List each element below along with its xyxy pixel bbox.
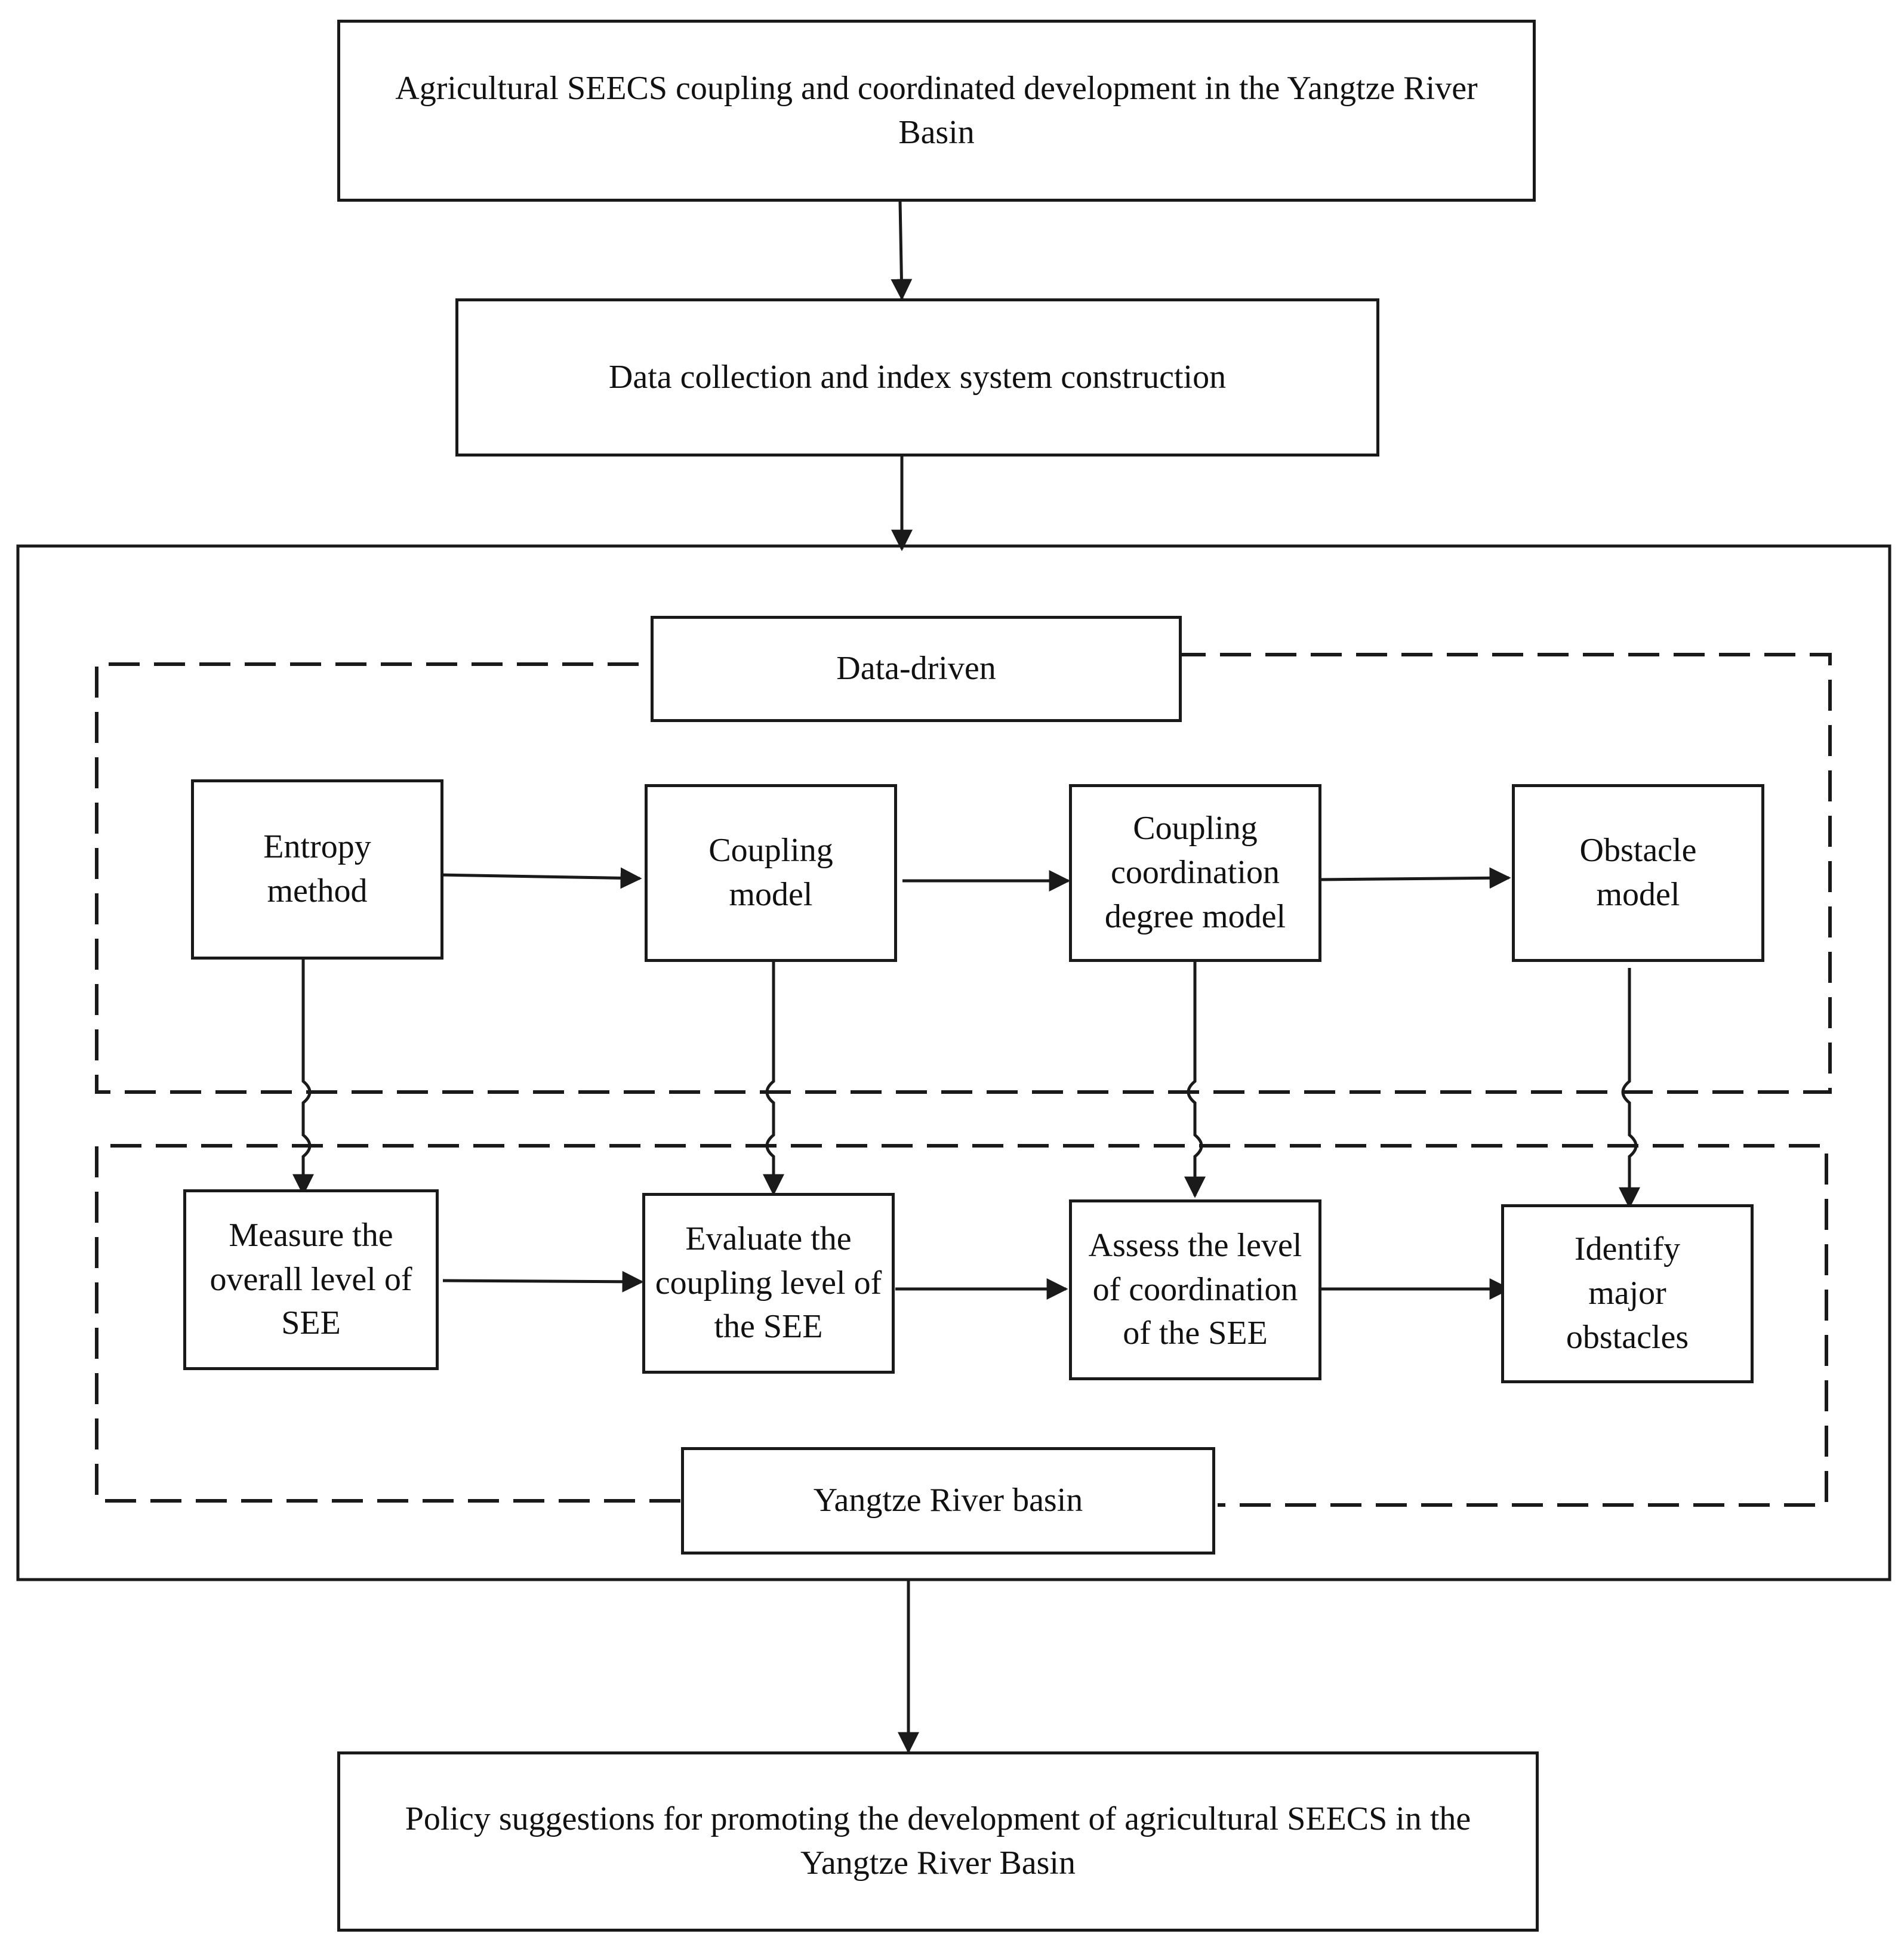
arrow-coordination-to-assess (1184, 962, 1206, 1198)
data-driven-dashed-group (95, 653, 1832, 1094)
top-box: Agricultural SEECS coupling and coordina… (337, 20, 1536, 202)
arrow-entropy-to-measure (292, 957, 314, 1196)
measure-text: Measure the overall level of SEE (209, 1216, 412, 1342)
obstacle-model-text: Obstacle model (1579, 832, 1697, 913)
evaluate-text: Evaluate the coupling level of the SEE (655, 1220, 882, 1346)
entropy-method-text: Entropy method (263, 828, 371, 909)
yangtze-basin-text: Yangtze River basin (813, 1482, 1083, 1519)
arrow-coupling-to-evaluate (763, 961, 784, 1196)
arrow-measure-to-evaluate (442, 1270, 644, 1293)
data-driven-label: Data-driven (651, 616, 1182, 722)
coupling-model-box: Coupling model (645, 784, 897, 962)
identify-text: Identify major obstacles (1566, 1230, 1689, 1356)
assess-box: Assess the level of coordination of the … (1069, 1199, 1321, 1380)
yangtze-basin-label: Yangtze River basin (681, 1447, 1215, 1555)
obstacle-model-box: Obstacle model (1512, 784, 1764, 962)
assess-text: Assess the level of coordination of the … (1088, 1226, 1302, 1352)
coupling-coordination-box: Coupling coordination degree model (1069, 784, 1321, 962)
entropy-method-box: Entropy method (191, 779, 443, 960)
arrow-entropy-to-coupling (438, 867, 642, 889)
arrow-obstacle-to-identify (1619, 968, 1640, 1209)
coupling-coordination-text: Coupling coordination degree model (1104, 810, 1286, 935)
identify-box: Identify major obstacles (1501, 1204, 1754, 1383)
top-box-text: Agricultural SEECS coupling and coordina… (395, 69, 1478, 151)
analysis-frame (16, 544, 1891, 1581)
measure-box: Measure the overall level of SEE (183, 1189, 439, 1370)
coupling-model-text: Coupling model (708, 832, 833, 913)
policy-text: Policy suggestions for promoting the dev… (405, 1800, 1471, 1882)
policy-box: Policy suggestions for promoting the dev… (337, 1751, 1539, 1932)
arrow-coordination-to-obstacle (1320, 867, 1511, 889)
data-collection-box: Data collection and index system constru… (455, 298, 1379, 457)
evaluate-box: Evaluate the coupling level of the SEE (642, 1193, 895, 1374)
arrow-top-to-data (891, 201, 913, 301)
data-collection-text: Data collection and index system constru… (608, 358, 1227, 396)
data-driven-text: Data-driven (836, 650, 996, 687)
